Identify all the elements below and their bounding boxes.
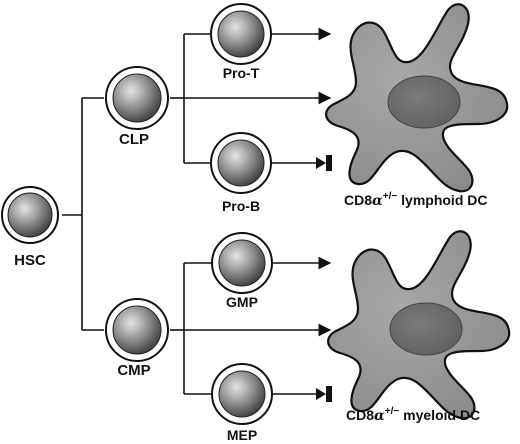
- pro-b-label: Pro-B: [222, 198, 260, 214]
- cell-cmp: [105, 298, 169, 362]
- lymphoid-dc-alpha: α: [372, 193, 383, 209]
- lymphoid-dc-label: CD8α+/− lymphoid DC: [344, 191, 488, 209]
- blocked-heads: [316, 155, 332, 402]
- lymphoid-dc-icon: [325, 3, 509, 193]
- lymphoid-dc-prefix: CD8: [344, 192, 372, 208]
- myeloid-dc-label: CD8α+/− myeloid DC: [346, 406, 480, 424]
- hsc-label: HSC: [14, 252, 46, 269]
- myeloid-dc-prefix: CD8: [346, 407, 374, 423]
- pro-t-label: Pro-T: [223, 65, 260, 81]
- mep-label: MEP: [227, 427, 257, 443]
- lymphoid-dc-suffix: lymphoid DC: [397, 192, 487, 208]
- cell-hsc: [1, 186, 59, 244]
- clp-label: CLP: [119, 131, 149, 148]
- pro-b-block-arrow: [316, 157, 326, 169]
- myeloid-dc-alpha: α: [374, 408, 385, 424]
- mep-block-arrow: [316, 388, 326, 400]
- myeloid-dc-sup: +/−: [385, 406, 400, 417]
- cell-pro-t: [210, 3, 272, 65]
- pro-b-block-bar: [326, 155, 332, 171]
- gmp-label: GMP: [226, 294, 258, 310]
- myeloid-dc-icon: [327, 230, 511, 420]
- cmp-label: CMP: [117, 362, 150, 379]
- mep-block-bar: [326, 386, 332, 402]
- cell-pro-b: [210, 132, 272, 194]
- cell-clp: [105, 66, 169, 130]
- myeloid-dc-suffix: myeloid DC: [399, 407, 480, 423]
- cell-mep: [211, 363, 273, 425]
- cell-gmp: [211, 232, 273, 294]
- arrows: [184, 27, 332, 395]
- lymphoid-dc-sup: +/−: [383, 191, 398, 202]
